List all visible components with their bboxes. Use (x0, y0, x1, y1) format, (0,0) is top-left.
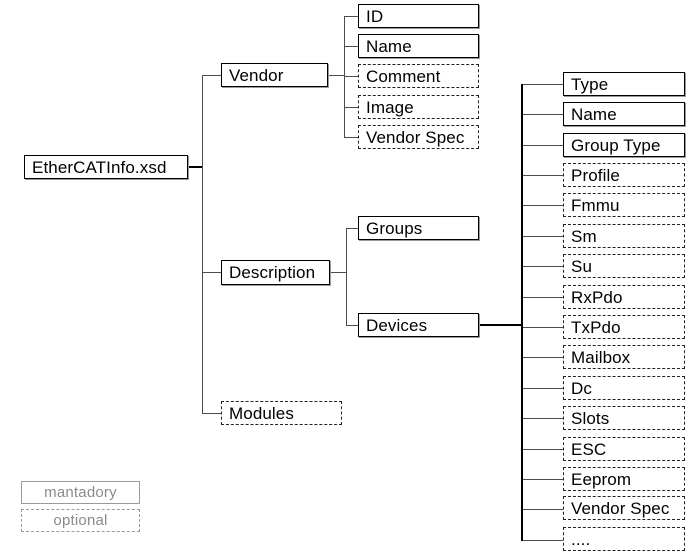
connector-root-stub (188, 166, 203, 168)
node-label: .... (571, 529, 591, 549)
node-device-eeprom[interactable]: Eeprom (563, 467, 685, 491)
node-device-fmmu[interactable]: Fmmu (563, 193, 685, 217)
node-vendor-image[interactable]: Image (358, 95, 479, 119)
connector-vendor-to-image (344, 107, 359, 108)
connector-devices-to-name (523, 114, 564, 115)
node-vendor-name[interactable]: Name (358, 34, 479, 58)
connector-root-to-description (202, 272, 222, 273)
node-label: Group Type (571, 135, 661, 155)
connector-devices-stub (479, 324, 523, 326)
legend-optional: optional (21, 509, 140, 532)
connector-devices-to-slots (523, 418, 564, 419)
connector-devices-to-vendorspec (523, 509, 564, 510)
node-device-sm[interactable]: Sm (563, 224, 685, 248)
connector-vendor-to-vendorspec (344, 137, 359, 138)
connector-vendor-to-name (344, 46, 359, 47)
node-modules[interactable]: Modules (221, 401, 342, 425)
legend-optional-label: optional (53, 512, 108, 529)
node-label: RxPdo (571, 287, 623, 307)
connector-root-to-modules (202, 413, 222, 414)
node-device-rxpdo[interactable]: RxPdo (563, 285, 685, 309)
connector-devices-to-type (523, 84, 564, 85)
connector-vendor-to-id (344, 16, 359, 17)
node-device-more[interactable]: .... (563, 527, 685, 551)
node-device-vendor-spec[interactable]: Vendor Spec (563, 496, 685, 520)
node-label: Image (366, 97, 414, 117)
node-label: Profile (571, 165, 620, 185)
node-label: Slots (571, 408, 610, 428)
node-vendor-vendor-spec[interactable]: Vendor Spec (358, 125, 479, 149)
connector-devices-to-mailbox (523, 357, 564, 358)
connector-description-trunk (346, 228, 347, 326)
node-device-group-type[interactable]: Group Type (563, 133, 685, 157)
node-label: ESC (571, 439, 607, 459)
node-device-profile[interactable]: Profile (563, 163, 685, 187)
node-devices[interactable]: Devices (358, 313, 479, 337)
connector-devices-to-profile (523, 175, 564, 176)
connector-root-trunk (202, 75, 203, 413)
connector-devices-to-esc (523, 449, 564, 450)
connector-description-to-devices (346, 325, 359, 326)
node-label: Dc (571, 378, 592, 398)
node-device-slots[interactable]: Slots (563, 406, 685, 430)
connector-devices-to-fmmu (523, 205, 564, 206)
connector-devices-to-txpdo (523, 327, 564, 328)
node-label: Fmmu (571, 195, 620, 215)
node-label: Sm (571, 226, 597, 246)
node-label: EtherCATInfo.xsd (32, 157, 167, 177)
node-device-mailbox[interactable]: Mailbox (563, 345, 685, 369)
node-label: Description (229, 263, 316, 282)
node-device-type[interactable]: Type (563, 72, 685, 96)
node-device-name[interactable]: Name (563, 102, 685, 126)
connector-devices-to-more (523, 540, 564, 541)
connector-devices-to-group-type (523, 145, 564, 146)
node-label: Su (571, 256, 592, 276)
connector-devices-to-eeprom (523, 479, 564, 480)
node-label: Devices (366, 315, 428, 335)
node-label: Mailbox (571, 347, 631, 367)
node-label: Vendor (229, 65, 284, 85)
node-label: Type (571, 74, 609, 94)
connector-devices-to-dc (523, 388, 564, 389)
connector-vendor-to-comment (344, 76, 359, 77)
connector-root-to-vendor (202, 75, 222, 76)
node-label: Name (571, 104, 617, 124)
connector-devices-to-sm (523, 236, 564, 237)
connector-description-to-groups (346, 228, 359, 229)
node-root-ethercatinfo-xsd[interactable]: EtherCATInfo.xsd (24, 155, 188, 179)
node-device-dc[interactable]: Dc (563, 376, 685, 400)
node-device-txpdo[interactable]: TxPdo (563, 315, 685, 339)
connector-devices-trunk (521, 84, 523, 541)
node-label: Vendor Spec (366, 127, 465, 147)
connector-devices-to-su (523, 266, 564, 267)
legend-mandatory: mantadory (21, 481, 140, 504)
node-label: TxPdo (571, 317, 621, 337)
node-vendor[interactable]: Vendor (221, 63, 328, 87)
node-device-esc[interactable]: ESC (563, 437, 685, 461)
node-label: ID (366, 6, 384, 26)
node-label: Modules (229, 403, 294, 423)
node-label: Groups (366, 218, 423, 238)
node-description[interactable]: Description (221, 260, 330, 285)
node-vendor-comment[interactable]: Comment (358, 64, 479, 88)
node-label: Comment (366, 66, 441, 86)
legend-mandatory-label: mantadory (44, 484, 117, 501)
connector-description-stub (330, 272, 347, 273)
node-label: Vendor Spec (571, 498, 670, 518)
node-label: Eeprom (571, 469, 632, 489)
node-label: Name (366, 36, 412, 56)
connector-vendor-stub (328, 75, 345, 76)
node-vendor-id[interactable]: ID (358, 4, 479, 28)
node-device-su[interactable]: Su (563, 254, 685, 278)
connector-devices-to-rxpdo (523, 297, 564, 298)
node-groups[interactable]: Groups (358, 216, 479, 240)
